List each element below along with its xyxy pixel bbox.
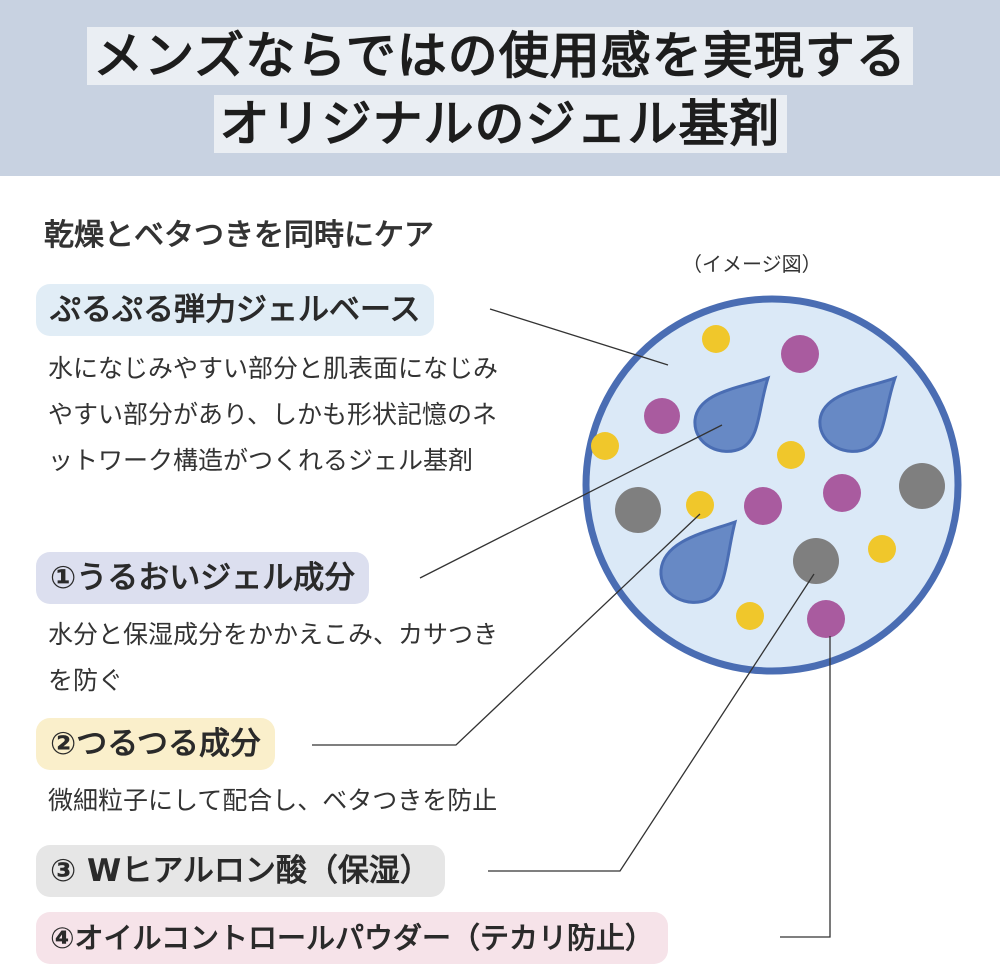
yellow-particle-icon (591, 325, 896, 630)
header-title-line1: メンズならではの使用感を実現する (87, 27, 913, 85)
description-smooth-ingredient: 微細粒子にして配合し、ベタつきを防止 (48, 786, 498, 815)
description-moisture-gel: 水分と保湿成分をかかえこみ、カサつきを防ぐ (48, 620, 499, 695)
purple-particle-icon (644, 335, 861, 638)
label-smooth-ingredient: ②つるつる成分 (36, 718, 276, 770)
description-gel-base: 水になじみやすい部分と肌表面になじみやすい部分があり、しかも形状記憶のネットワー… (48, 354, 499, 475)
label-oil-control-powder: ④オイルコントロールパウダー（テカリ防止） (36, 912, 668, 964)
water-drop-icon (659, 375, 898, 604)
subtitle: 乾燥とベタつきを同時にケア (44, 218, 434, 253)
gray-particle-icon (615, 463, 945, 584)
header-title-line2: オリジナルのジェル基剤 (213, 95, 787, 153)
image-caption: （イメージ図） (682, 252, 822, 276)
label-gel-base: ぷるぷる弾力ジェルベース (36, 284, 435, 336)
header-banner: メンズならではの使用感を実現する オリジナルのジェル基剤 (0, 0, 1000, 176)
leader-lines (312, 308, 831, 938)
label-moisture-gel: ①うるおいジェル成分 (36, 552, 370, 604)
label-hyaluronic-acid: ③ Wヒアルロン酸（保湿） (36, 845, 445, 897)
